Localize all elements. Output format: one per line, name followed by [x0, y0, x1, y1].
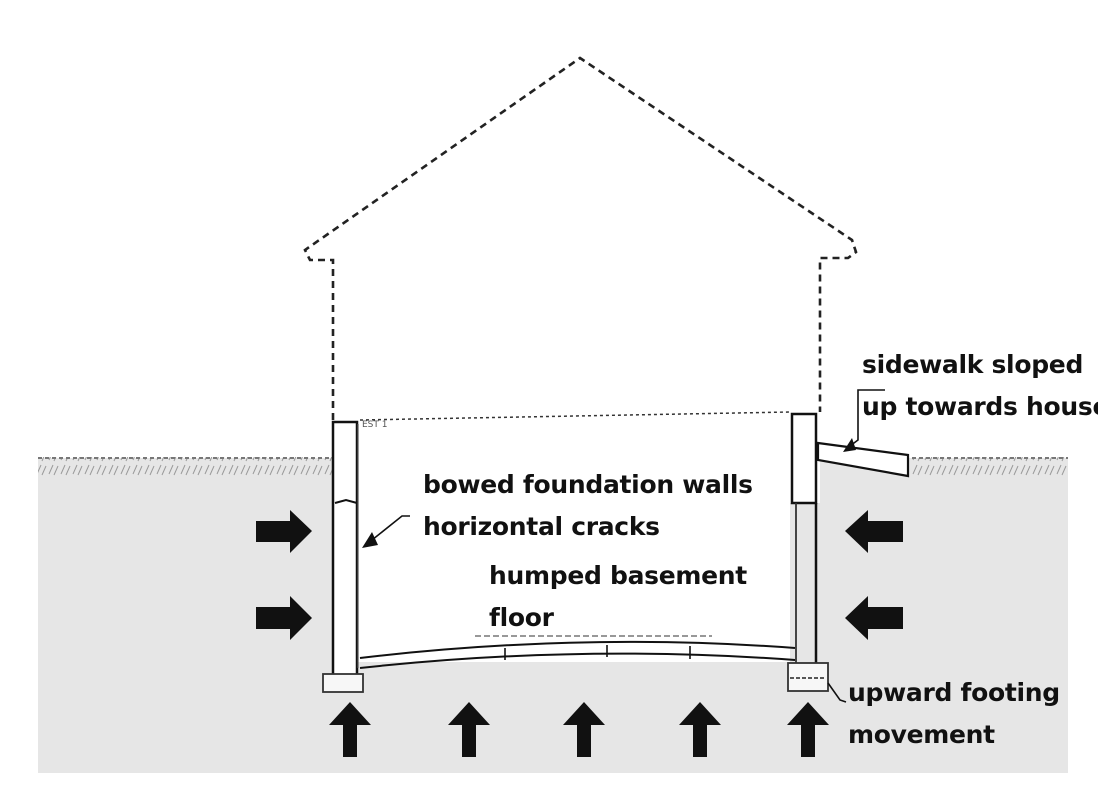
house-floor-line	[359, 411, 791, 421]
upward-arrow-3	[563, 702, 605, 757]
lateral-arrow-right-lower	[845, 596, 903, 640]
upward-arrow-2	[448, 702, 490, 757]
right-wall-upper	[790, 412, 818, 505]
grass-right	[912, 457, 1068, 477]
house-mark: EST 1	[362, 420, 387, 430]
lateral-arrow-right-upper	[845, 510, 903, 553]
footing-label-line-1: upward footing	[848, 678, 1060, 707]
sidewalk-leader	[849, 389, 885, 447]
lateral-arrow-left-upper	[256, 510, 312, 553]
left-footing	[322, 673, 364, 693]
sidewalk-label-line-2: up towards house	[862, 392, 1098, 421]
humped-floor-label-line-1: humped basement	[489, 561, 747, 590]
bowed-wall-leader	[371, 515, 410, 541]
right-footing	[787, 662, 829, 692]
footing-label-line-2: movement	[848, 720, 995, 749]
footing-leader	[827, 682, 847, 703]
bowed-walls-label-line-2: horizontal cracks	[423, 512, 660, 541]
sidewalk-slab	[816, 441, 910, 478]
house-roof	[303, 56, 858, 420]
bowed-walls-label-line-1: bowed foundation walls	[423, 470, 753, 499]
humped-floor-label-line-2: floor	[489, 603, 554, 632]
left-wall-crack	[334, 498, 358, 504]
upward-arrow-1	[329, 702, 371, 757]
sidewalk-label-line-1: sidewalk sloped	[862, 350, 1084, 379]
left-wall	[331, 420, 359, 677]
bowed-wall-leader-arrowhead	[362, 532, 378, 548]
lateral-arrow-left-lower	[256, 596, 312, 640]
upward-arrow-5	[787, 702, 829, 757]
sidewalk-leader-arrowhead	[843, 438, 856, 452]
floor-hump-bottom	[359, 652, 796, 669]
grass-left	[38, 457, 334, 477]
floor-hump-top	[359, 640, 796, 659]
upward-arrow-4	[679, 702, 721, 757]
